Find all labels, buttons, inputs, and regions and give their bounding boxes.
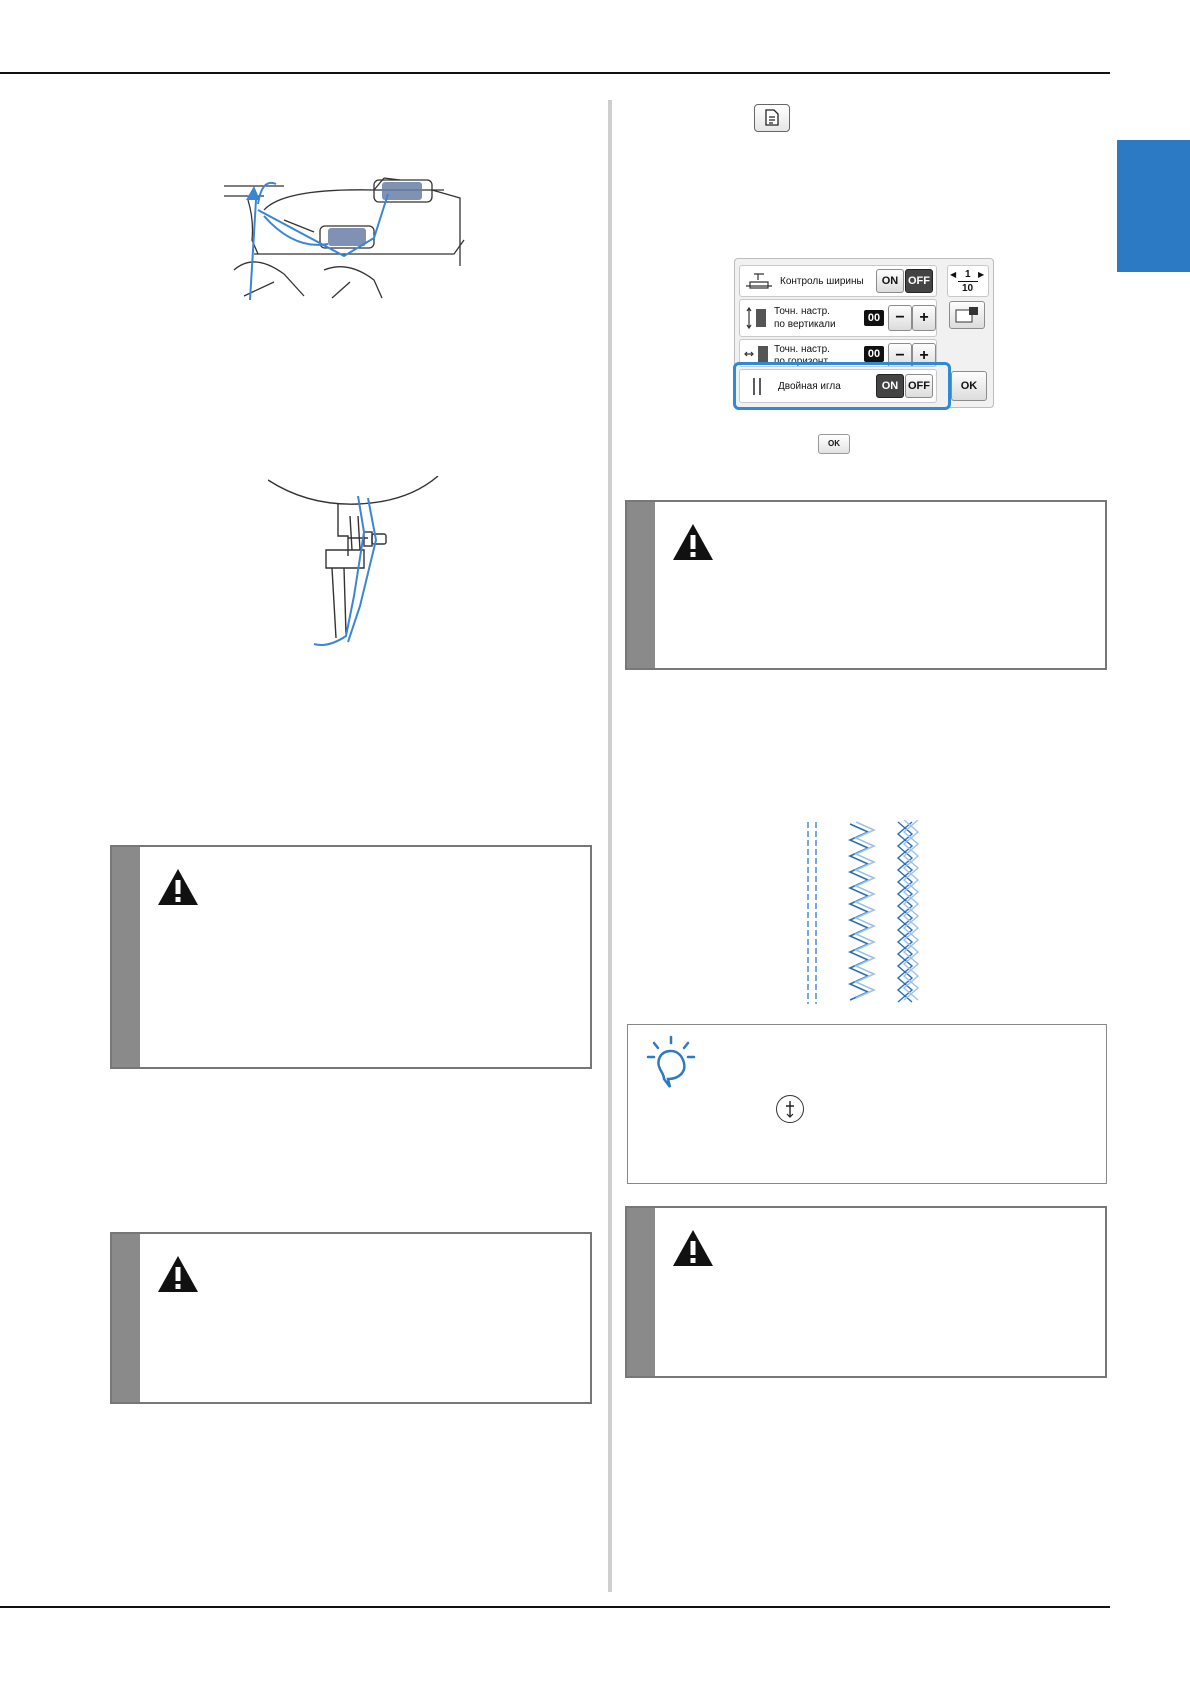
- vertical-adjust-label-2: по вертикали: [774, 319, 836, 330]
- width-control-off-button[interactable]: OFF: [905, 269, 933, 293]
- twin-needle-on-button[interactable]: ON: [876, 374, 904, 398]
- vertical-adjust-value: 00: [864, 310, 884, 326]
- note-bulb-icon: [646, 1035, 696, 1088]
- warning-icon: [673, 1230, 713, 1266]
- warning-icon: [158, 1256, 198, 1292]
- horizontal-adjust-label-2: по горизонт.: [774, 356, 830, 367]
- page-total: 10: [962, 283, 974, 294]
- vertical-adjust-row: Точн. настр. по вертикали 00 − +: [739, 299, 937, 337]
- stitch-samples-illustration: [807, 820, 920, 1004]
- width-control-icon: [746, 273, 772, 289]
- bottom-rule: [0, 1606, 1110, 1608]
- vertical-adjust-plus-button[interactable]: +: [912, 305, 936, 331]
- horizontal-adjust-minus-button[interactable]: −: [888, 343, 912, 366]
- horizontal-adjust-icon: [744, 346, 768, 364]
- page-indicator: 1 10 ◀ ▶: [947, 265, 989, 297]
- width-control-on-button[interactable]: ON: [876, 269, 904, 293]
- needle-position-key-icon[interactable]: [776, 1095, 804, 1123]
- warning-box-3: [625, 500, 1107, 670]
- warning-box-4: [625, 1206, 1107, 1378]
- page-current: 1: [965, 269, 971, 280]
- needle-icon: [786, 1101, 794, 1118]
- horizontal-adjust-plus-button[interactable]: +: [912, 343, 936, 366]
- warning-box-2: [110, 1232, 592, 1404]
- width-control-label: Контроль ширины: [780, 276, 864, 287]
- inline-ok-key[interactable]: OK: [818, 434, 850, 454]
- ok-button[interactable]: OK: [951, 371, 987, 401]
- twin-needle-off-button[interactable]: OFF: [905, 374, 933, 398]
- horizontal-adjust-value: 00: [864, 346, 884, 362]
- page-icon: [765, 109, 779, 126]
- warning-icon: [673, 524, 713, 560]
- warning-sidebar: [112, 847, 140, 1067]
- twin-needle-illustration: [268, 476, 439, 646]
- width-control-row: Контроль ширины ON OFF: [739, 265, 937, 297]
- twin-needle-highlight: [733, 362, 951, 410]
- twin-needle-label: Двойная игла: [778, 381, 841, 392]
- page-divider: [958, 281, 978, 282]
- twin-needle-icon: [753, 378, 761, 395]
- vertical-adjust-label-1: Точн. настр.: [774, 306, 830, 317]
- note-box: [627, 1024, 1107, 1184]
- threading-illustration: [224, 177, 465, 300]
- twin-needle-row: Двойная игла ON OFF: [739, 369, 937, 403]
- next-page-arrow-icon[interactable]: ▶: [978, 270, 985, 279]
- image-icon: [955, 307, 978, 323]
- chapter-tab: [1117, 140, 1190, 272]
- warning-icon: [158, 869, 198, 905]
- horizontal-adjust-label-1: Точн. настр.: [774, 344, 830, 355]
- warning-box-1: [110, 845, 592, 1069]
- warning-sidebar: [627, 502, 655, 668]
- top-rule: [0, 72, 1110, 74]
- image-key-button[interactable]: [949, 301, 985, 329]
- vertical-adjust-minus-button[interactable]: −: [888, 305, 912, 331]
- warning-sidebar: [112, 1234, 140, 1402]
- settings-key-icon[interactable]: [754, 104, 790, 132]
- vertical-adjust-icon: [746, 306, 766, 330]
- warning-sidebar: [627, 1208, 655, 1376]
- column-divider: [608, 100, 612, 1592]
- prev-page-arrow-icon[interactable]: ◀: [950, 270, 957, 279]
